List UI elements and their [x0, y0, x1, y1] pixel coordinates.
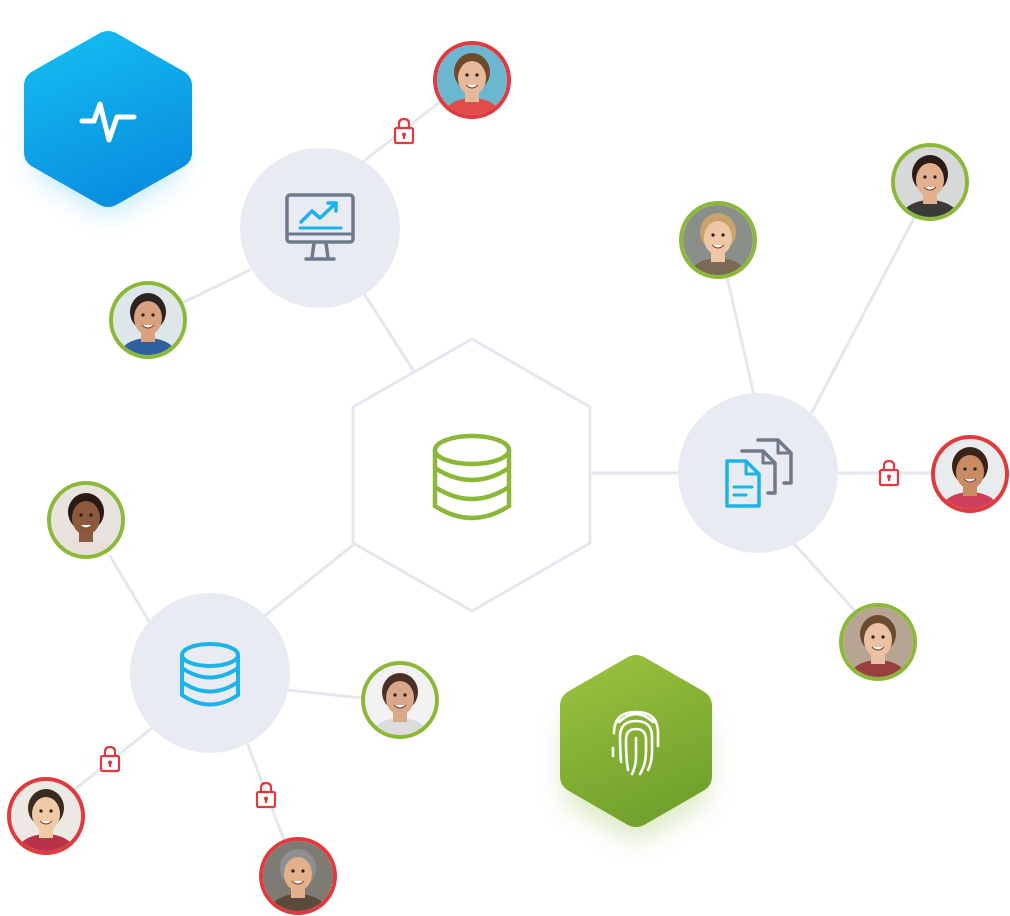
- avatar-ring-open: [679, 201, 757, 279]
- link-hub1-center: [361, 290, 415, 372]
- avatar-ring-open: [361, 661, 439, 739]
- link-user2-hub1: [178, 268, 252, 306]
- avatar-ring-locked: [931, 435, 1009, 513]
- avatar-ring-open: [109, 281, 187, 359]
- fingerprint-icon: [611, 710, 660, 776]
- user-avatar: [891, 143, 969, 221]
- fingerprint-badge: [560, 655, 712, 840]
- link-user7-hub3: [108, 554, 152, 625]
- link-user8-hub3: [286, 688, 364, 700]
- user-avatar: [931, 435, 1009, 513]
- hub-documents: [678, 393, 838, 553]
- padlock-icon: [393, 117, 415, 145]
- documents-icon: [725, 438, 793, 508]
- user-avatar: [7, 777, 85, 855]
- activity-badge: [24, 31, 192, 212]
- avatar-ring-locked: [7, 777, 85, 855]
- avatar-ring-locked: [259, 837, 337, 915]
- user-avatars: [7, 41, 1009, 915]
- avatar-ring-locked: [433, 41, 511, 119]
- database-icon: [180, 642, 240, 707]
- padlocks: [99, 117, 900, 809]
- user-avatar: [679, 201, 757, 279]
- activity-pulse-icon: [79, 101, 137, 143]
- user-avatar: [361, 661, 439, 739]
- avatar-ring-open: [47, 481, 125, 559]
- user-avatar: [839, 603, 917, 681]
- link-user3-hub2: [725, 275, 756, 397]
- user-avatar: [47, 481, 125, 559]
- link-center-hub3: [260, 543, 355, 620]
- hub-database-small: [130, 593, 290, 753]
- avatar-ring-open: [839, 603, 917, 681]
- center-database: [351, 337, 592, 613]
- padlock-icon: [878, 459, 900, 487]
- monitor-chart-icon: [285, 193, 355, 261]
- avatar-ring-open: [891, 143, 969, 221]
- padlock-icon: [99, 745, 121, 773]
- database-stack-icon: [432, 433, 512, 521]
- hub-analytics: [240, 148, 400, 308]
- padlock-icon: [255, 781, 277, 809]
- user-avatar: [433, 41, 511, 119]
- user-avatar: [259, 837, 337, 915]
- user-avatar: [109, 281, 187, 359]
- link-user6-hub2: [793, 543, 858, 614]
- link-user4-hub2: [810, 216, 916, 414]
